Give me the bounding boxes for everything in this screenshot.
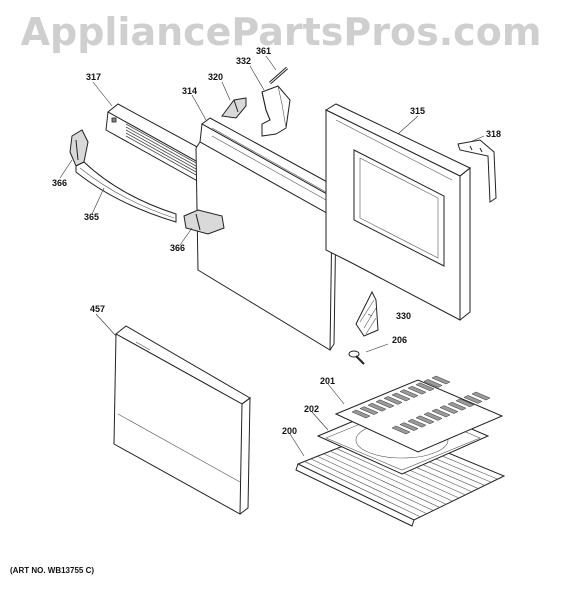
part-366-end-cap-upper[interactable] (69, 129, 89, 167)
callout-332: 332 (236, 56, 252, 66)
part-318-side-trim[interactable] (457, 139, 497, 203)
callout-317: 317 (86, 72, 102, 82)
rack-wire (310, 458, 427, 514)
callout-206: 206 (392, 335, 408, 345)
part-320-clip[interactable] (221, 97, 247, 119)
part-365-door-handle[interactable] (75, 161, 177, 223)
part-330-insulation[interactable] (355, 290, 379, 337)
rack-wire (336, 448, 453, 502)
callout-200: 200 (282, 426, 298, 436)
art-number: (ART NO. WB13755 C) (10, 566, 95, 575)
grid-slot (367, 402, 387, 412)
callout-315: 315 (410, 106, 426, 116)
grid-slot (423, 379, 443, 388)
callout-361: 361 (256, 46, 272, 56)
rack-wire (317, 456, 434, 511)
part-206-screw[interactable] (348, 350, 365, 365)
grid-slot (391, 392, 411, 402)
callout-365: 365 (84, 212, 100, 222)
grid-slot (375, 399, 395, 409)
grid-slot (399, 389, 419, 398)
callout-202: 202 (304, 404, 320, 414)
grid-slot (471, 391, 491, 401)
grid-slot (431, 375, 451, 385)
callout-366-upper: 366 (52, 178, 68, 188)
grid-slot (463, 395, 483, 404)
callout-201: 201 (320, 376, 336, 386)
grid-slot (391, 425, 411, 435)
callout-330: 330 (396, 311, 412, 321)
rack-wire (304, 461, 421, 518)
grid-slot (447, 401, 467, 411)
part-457-drawer-panel[interactable] (113, 325, 251, 515)
callout-366-lower: 366 (170, 243, 186, 253)
grid-slot (439, 405, 459, 414)
part-314-door-panel[interactable] (195, 117, 343, 351)
grid-slot (415, 415, 435, 425)
grid-slot (399, 422, 419, 431)
grid-slot (383, 396, 403, 405)
grid-slot (407, 385, 427, 395)
grid-slot (431, 408, 451, 418)
grid-slot (351, 409, 371, 419)
callout-320: 320 (208, 72, 224, 82)
part-361-pin[interactable] (269, 66, 288, 85)
grid-slot (359, 406, 379, 415)
part-366-end-cap-lower[interactable] (183, 209, 225, 235)
callout-457: 457 (90, 304, 106, 314)
grid-slot (455, 398, 475, 408)
grid-slot (423, 412, 443, 421)
part-201-broiler-grid[interactable] (334, 375, 504, 453)
watermark-text: AppliancePartsPros.com (20, 10, 542, 54)
grid-slot (415, 382, 435, 392)
leader-lines (59, 55, 485, 457)
rack-wire (330, 450, 447, 505)
grid-slot (407, 418, 427, 428)
part-315-inner-door-liner[interactable] (324, 103, 471, 321)
rack-wire (323, 453, 440, 508)
callout-318: 318 (486, 129, 502, 139)
callout-314: 314 (182, 86, 198, 96)
part-332-bracket[interactable] (261, 85, 291, 137)
